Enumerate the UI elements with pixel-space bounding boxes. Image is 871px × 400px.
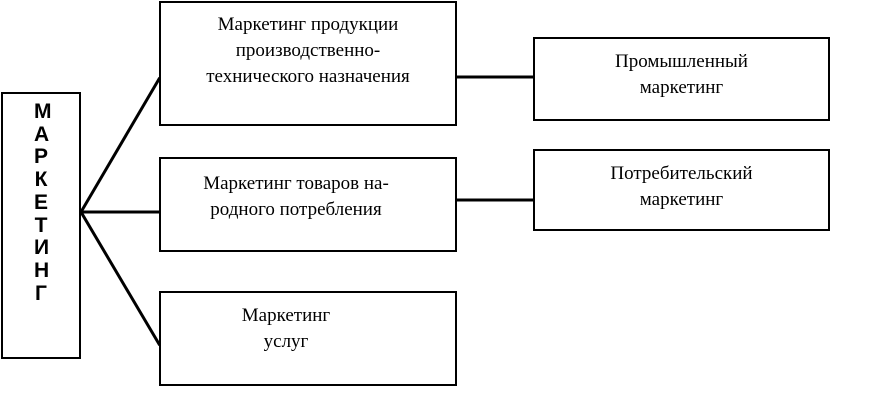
node-prom-label: Промышленный маркетинг bbox=[615, 51, 748, 98]
node-services-label: Маркетинг услуг bbox=[241, 305, 331, 352]
node-potreb-label: Потребительский маркетинг bbox=[610, 163, 753, 210]
node-industrial-label: Маркетинг продукции производственно- тех… bbox=[206, 14, 410, 87]
node-services-marketing: Маркетинг услуг bbox=[159, 291, 457, 386]
node-industrial-marketing: Маркетинг продукции производственно- тех… bbox=[159, 1, 457, 126]
connector-root-services bbox=[78, 209, 162, 347]
node-promyshlenny-marketing: Промышленный маркетинг bbox=[533, 37, 830, 121]
node-consumer-label: Маркетинг товаров на- родного потреблени… bbox=[203, 173, 389, 220]
connector-root-industrial bbox=[78, 76, 162, 215]
root-node-marketing: МАРКЕТИНГ bbox=[1, 92, 81, 359]
node-potrebitelsky-marketing: Потребительский маркетинг bbox=[533, 149, 830, 231]
node-consumer-goods-marketing: Маркетинг товаров на- родного потреблени… bbox=[159, 157, 457, 252]
root-node-label: МАРКЕТИНГ bbox=[34, 100, 52, 305]
